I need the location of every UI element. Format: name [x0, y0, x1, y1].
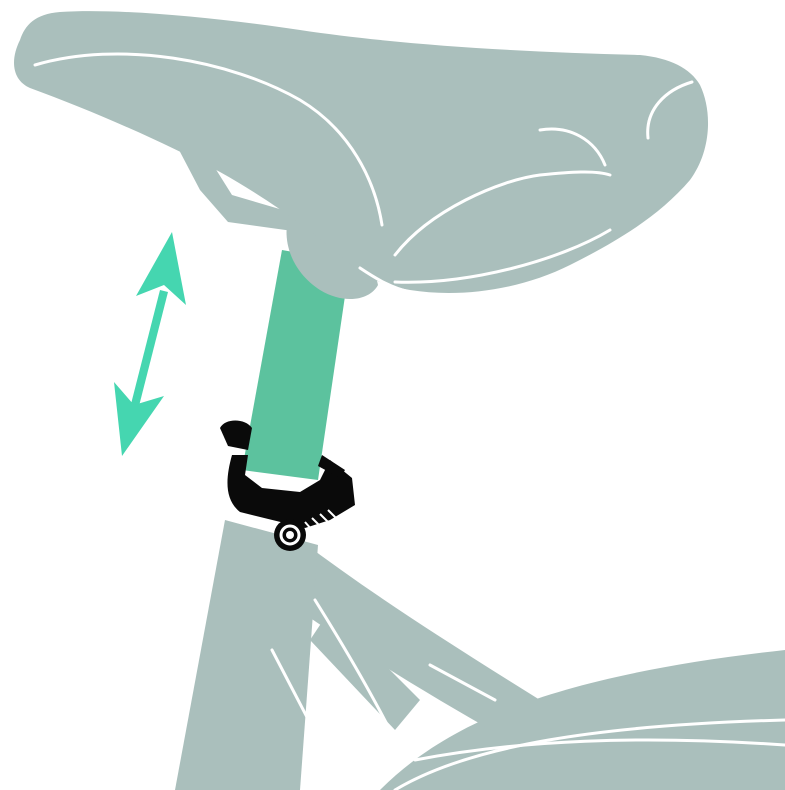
clamp-bolt-hole	[286, 531, 294, 539]
clamp-lever	[220, 421, 252, 451]
arrow-shaft	[130, 290, 168, 410]
seat-tube	[175, 520, 318, 790]
double-headed-arrow-icon	[114, 232, 186, 456]
